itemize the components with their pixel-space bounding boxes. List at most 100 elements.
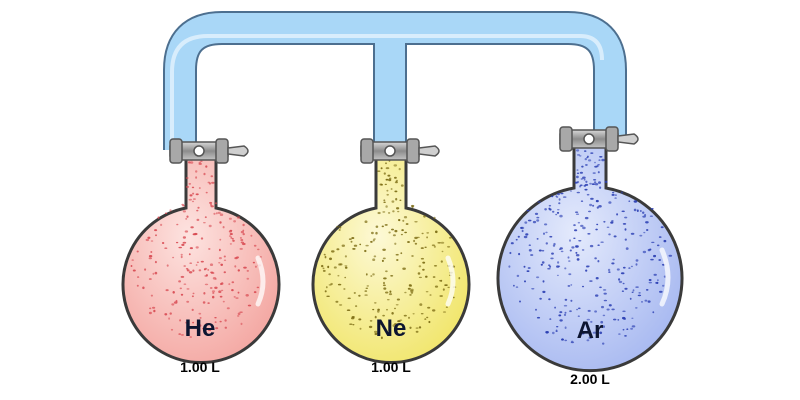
gas-particle bbox=[601, 158, 605, 162]
gas-particle bbox=[432, 309, 436, 312]
gas-particle bbox=[560, 192, 564, 195]
gas-particle bbox=[630, 232, 635, 235]
gas-particle bbox=[536, 238, 539, 240]
gas-particle bbox=[341, 244, 345, 247]
gas-particle bbox=[219, 320, 222, 323]
stopcock-valve-ne[interactable] bbox=[360, 138, 440, 164]
gas-particle bbox=[383, 281, 385, 285]
gas-particle bbox=[150, 240, 154, 242]
gas-particle bbox=[437, 242, 442, 244]
gas-particle bbox=[433, 265, 438, 267]
gas-particle bbox=[352, 248, 356, 250]
gas-particle bbox=[207, 269, 210, 271]
gas-particle bbox=[379, 183, 383, 186]
gas-particle bbox=[576, 308, 579, 311]
gas-particle bbox=[631, 291, 634, 293]
gas-particle bbox=[544, 208, 547, 211]
gas-particle bbox=[569, 310, 572, 313]
gas-particle bbox=[188, 271, 193, 274]
gas-particle bbox=[192, 233, 197, 236]
gas-particle bbox=[642, 215, 646, 218]
gas-particle bbox=[442, 288, 445, 291]
gas-particle bbox=[570, 190, 572, 192]
gas-particle bbox=[374, 302, 377, 304]
gas-particle bbox=[440, 260, 443, 263]
gas-particle bbox=[344, 276, 347, 279]
gas-particle bbox=[246, 269, 249, 272]
gas-particle bbox=[343, 288, 346, 290]
gas-particle bbox=[588, 210, 591, 213]
gas-particle bbox=[253, 244, 257, 247]
gas-particle bbox=[192, 292, 195, 295]
gas-particle bbox=[622, 266, 626, 269]
gas-particle bbox=[382, 257, 386, 260]
gas-particle bbox=[617, 319, 620, 321]
stopcock-valve-he[interactable] bbox=[169, 138, 249, 164]
gas-particle bbox=[639, 234, 643, 237]
gas-particle bbox=[594, 165, 598, 168]
gas-particle bbox=[611, 308, 615, 311]
gas-particle bbox=[183, 265, 186, 267]
gas-particle bbox=[644, 299, 648, 302]
gas-particle bbox=[556, 274, 559, 277]
gas-particle bbox=[191, 200, 195, 203]
gas-particle bbox=[420, 313, 424, 315]
gas-particle bbox=[528, 249, 532, 252]
gas-particle bbox=[622, 328, 625, 331]
gas-particle bbox=[391, 228, 394, 231]
gas-particle bbox=[222, 300, 225, 303]
flask-ne: Ne 1.00 L bbox=[311, 150, 471, 375]
gas-particle bbox=[416, 236, 420, 239]
gas-particle bbox=[631, 325, 636, 328]
gas-particle bbox=[364, 249, 367, 253]
gas-particle bbox=[585, 164, 588, 166]
gas-particle bbox=[574, 181, 578, 184]
gas-particle bbox=[220, 289, 224, 292]
gas-particle bbox=[152, 272, 155, 275]
gas-particle bbox=[180, 334, 184, 336]
gas-particle bbox=[168, 317, 171, 320]
gas-particle bbox=[398, 167, 401, 171]
gas-particle bbox=[388, 177, 392, 180]
gas-particle bbox=[196, 209, 199, 212]
gas-particle bbox=[339, 226, 342, 229]
gas-particle bbox=[616, 213, 619, 216]
valve-ar-knob bbox=[583, 133, 595, 145]
gas-particle bbox=[580, 224, 584, 227]
gas-particle bbox=[215, 212, 218, 215]
gas-particle bbox=[612, 191, 615, 194]
gas-particle bbox=[397, 320, 401, 323]
gas-particle bbox=[526, 209, 530, 212]
gas-particle bbox=[218, 290, 222, 294]
gas-particle bbox=[382, 314, 385, 317]
gas-particle bbox=[215, 202, 217, 205]
gas-particle bbox=[405, 223, 409, 225]
gas-particle bbox=[169, 312, 172, 315]
gas-particle bbox=[391, 312, 394, 315]
gas-particle bbox=[621, 210, 625, 213]
gas-particle bbox=[415, 330, 419, 333]
connecting-tube bbox=[163, 11, 627, 150]
gas-particle bbox=[549, 265, 552, 268]
gas-particle bbox=[205, 274, 208, 277]
gas-particle bbox=[212, 292, 215, 294]
gas-particle bbox=[567, 256, 570, 259]
valve-he-knob bbox=[193, 145, 205, 157]
gas-particle bbox=[164, 313, 168, 316]
gas-particle bbox=[381, 225, 384, 228]
gas-particle bbox=[185, 321, 189, 324]
gas-particle bbox=[191, 295, 194, 298]
stopcock-valve-ar[interactable] bbox=[559, 126, 639, 152]
gas-particle bbox=[383, 199, 386, 202]
gas-particle bbox=[131, 259, 134, 261]
gas-particle bbox=[596, 223, 599, 226]
gas-particle bbox=[574, 229, 578, 232]
gas-particle bbox=[638, 292, 641, 294]
gas-particle bbox=[551, 252, 554, 255]
gas-particle bbox=[178, 333, 182, 335]
gas-particle bbox=[208, 329, 212, 332]
gas-particle bbox=[556, 326, 559, 328]
gas-particle bbox=[254, 265, 257, 268]
gas-particle bbox=[653, 254, 656, 258]
gas-particle bbox=[328, 273, 331, 276]
